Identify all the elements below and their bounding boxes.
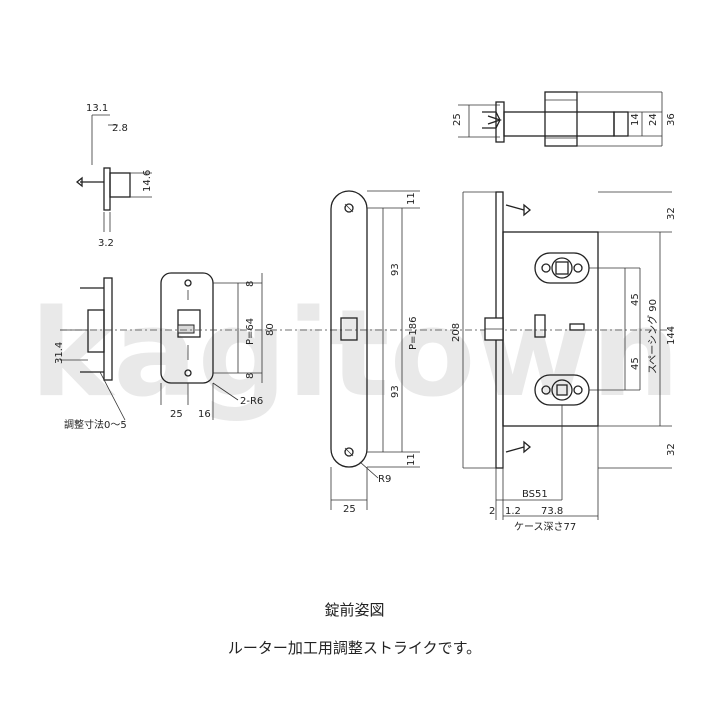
dim-2-8: 2.8 [112,123,128,134]
dim-8-top: 8 [245,281,256,287]
dim-36: 36 [666,113,677,126]
dim-93-top: 93 [390,263,401,276]
dim-p186: P=186 [408,317,419,351]
dim-32-bottom: 32 [666,443,677,456]
dim-14-6: 14.6 [142,170,153,192]
dim-16: 16 [198,409,211,420]
dim-45-bottom: 45 [630,357,641,370]
dim-2: 2 [489,506,495,517]
dim-3-2: 3.2 [98,238,114,249]
faceplate-view: 11 93 P=186 93 11 R9 25 [330,190,420,515]
dim-93-bottom: 93 [390,385,401,398]
dim-24: 24 [648,113,659,126]
dim-13-1: 13.1 [86,103,108,114]
adjust-range: 調整寸法0～5 [64,418,127,431]
dim-1-2: 1.2 [505,506,521,517]
strike-side-view: 13.1 2.8 14.6 3.2 [75,103,153,249]
dim-r9: R9 [378,474,391,485]
dim-45-top: 45 [630,293,641,306]
lock-top-view: 25 14 24 36 [452,91,677,147]
dim-73-8: 73.8 [541,506,563,517]
dim-spacing-90: スペーシング 90 [646,299,659,374]
dim-p64: P=64 [245,318,256,345]
dim-14: 14 [630,113,641,126]
dim-bs51: BS51 [522,489,548,500]
dim-11-top: 11 [406,192,417,205]
strike-front-view: 31.4 8 P=64 8 80 25 16 2-R6 調整寸法0～5 [54,272,276,431]
dim-8-bottom: 8 [245,373,256,379]
dim-32-top: 32 [666,207,677,220]
dim-25-face: 25 [343,504,356,515]
dim-11-bottom: 11 [406,453,417,466]
dim-144: 144 [666,326,677,345]
caption-title: 錠前姿図 [324,601,385,619]
dim-25-top: 25 [452,113,463,126]
dim-31-4: 31.4 [54,342,65,364]
lock-case-view: 32 45 スペーシング 90 144 45 32 208 BS51 2 1.2… [451,191,677,533]
dim-case-depth: ケース深さ77 [514,521,576,533]
watermark: kagitown [30,285,680,424]
dim-25: 25 [170,409,183,420]
caption-subtitle: ルーター加工用調整ストライクです。 [227,639,482,657]
dim-208: 208 [451,323,462,342]
dim-2r6: 2-R6 [240,396,263,407]
